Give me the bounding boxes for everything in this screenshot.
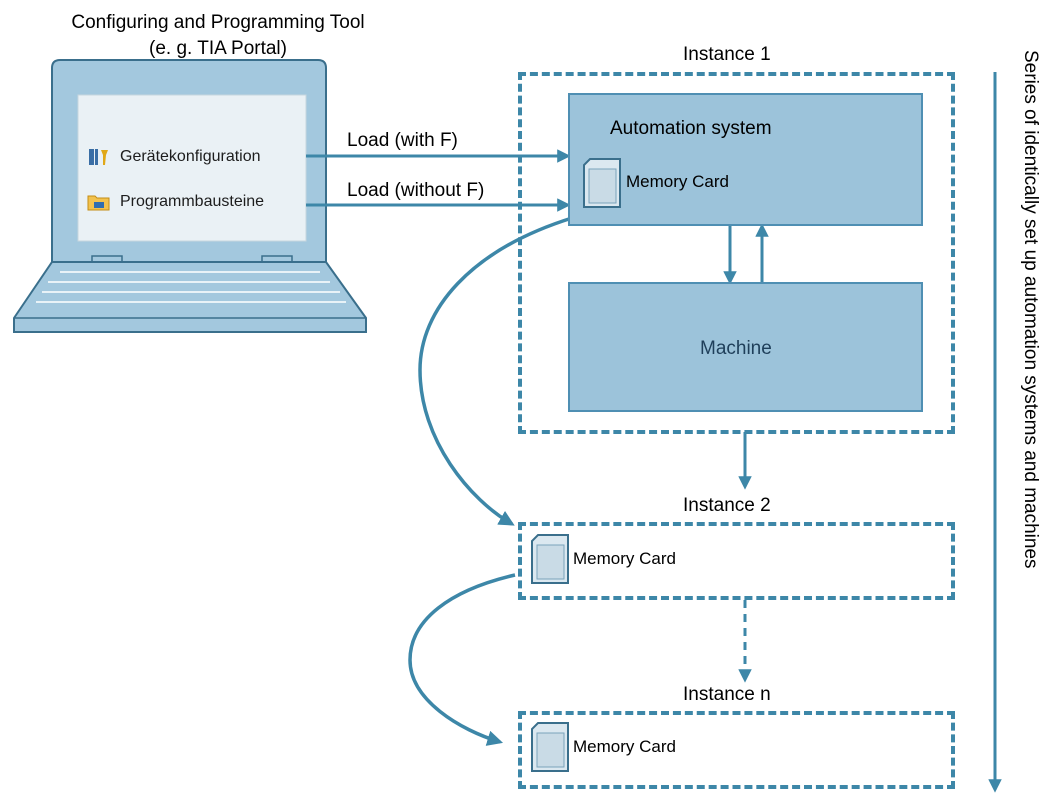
instance1-label: Instance 1 xyxy=(683,44,771,65)
device-config-icon xyxy=(89,149,108,165)
menu-item-label: Gerätekonfiguration xyxy=(120,148,261,165)
memory-card-label: Memory Card xyxy=(573,737,676,756)
machine-box xyxy=(568,282,923,412)
memory-card-icon xyxy=(531,722,569,772)
instance-n-label: Instance n xyxy=(683,684,771,705)
load-with-f-label: Load (with F) xyxy=(347,130,458,151)
instance2-label: Instance 2 xyxy=(683,495,771,516)
laptop-icon xyxy=(13,59,367,333)
instance2-box xyxy=(518,522,955,600)
memory-card-icon xyxy=(531,534,569,584)
machine-label: Machine xyxy=(700,338,772,359)
tool-title-line1: Configuring and Programming Tool xyxy=(71,12,365,33)
series-label: Series of identically set up automation … xyxy=(1020,50,1041,569)
automation-system-box xyxy=(568,93,923,226)
tool-title-line2: (e. g. TIA Portal) xyxy=(149,38,287,59)
instance1-box xyxy=(518,72,955,434)
curve-copy-to-instance2 xyxy=(418,216,573,526)
instance-n-box xyxy=(518,711,955,789)
memory-card-label: Memory Card xyxy=(573,549,676,568)
program-blocks-folder-icon xyxy=(87,195,110,211)
menu-item-label: Programmbausteine xyxy=(120,193,265,210)
memory-card-label: Memory Card xyxy=(626,172,729,191)
automation-system-label: Automation system xyxy=(610,118,772,139)
memory-card-icon xyxy=(583,158,621,208)
menu-item-device-config[interactable]: Gerätekonfiguration xyxy=(86,140,304,174)
laptop-screen xyxy=(77,94,307,242)
menu-item-program-blocks[interactable]: Programmbausteine xyxy=(86,185,304,219)
curve-copy-to-instancen xyxy=(408,573,516,746)
load-without-f-label: Load (without F) xyxy=(347,180,485,201)
